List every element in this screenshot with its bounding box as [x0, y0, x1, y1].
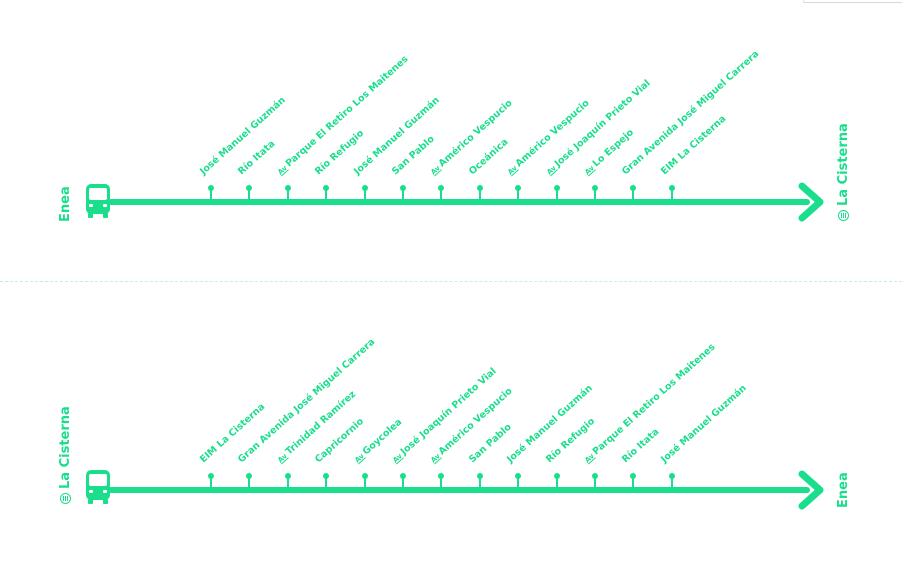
stop-dot: [669, 473, 675, 479]
stop-dot: [246, 473, 252, 479]
stop-name: Américo Vespucio: [436, 385, 515, 458]
destination-name: La Cisterna: [836, 123, 851, 206]
stop-marker: [632, 477, 634, 487]
stop-marker: [594, 477, 596, 487]
stop-marker: [210, 477, 212, 487]
stop-dot: [630, 473, 636, 479]
metro-icon: [60, 493, 71, 504]
stop-dot: [669, 185, 675, 191]
destination-name: Enea: [836, 472, 851, 508]
bus-icon: [86, 470, 110, 504]
stop-marker: [556, 477, 558, 487]
arrow-right-icon: [798, 182, 824, 222]
destination-label: La Cisterna: [836, 123, 851, 221]
stop-marker: [210, 189, 212, 199]
route-line: [108, 487, 810, 493]
stop-marker: [632, 189, 634, 199]
stop-marker: [287, 477, 289, 487]
stop-marker: [287, 189, 289, 199]
stop-dot: [400, 185, 406, 191]
stop-marker: [517, 477, 519, 487]
stop-dot: [246, 185, 252, 191]
stop-marker: [671, 189, 673, 199]
stop-dot: [477, 185, 483, 191]
stop-marker: [364, 477, 366, 487]
stop-label: EIM La Cisterna: [198, 401, 268, 466]
stop-marker: [479, 189, 481, 199]
stop-dot: [515, 473, 521, 479]
stop-marker: [325, 189, 327, 199]
stop-dot: [323, 473, 329, 479]
stop-name: EIM La Cisterna: [197, 401, 268, 466]
stop-dot: [554, 473, 560, 479]
stop-dot: [208, 185, 214, 191]
stop-dot: [554, 185, 560, 191]
stop-marker: [402, 189, 404, 199]
stop-marker: [325, 477, 327, 487]
stop-marker: [248, 189, 250, 199]
stop-name: Gran Avenida José Miguel Carrera: [235, 336, 378, 466]
stop-dot: [515, 185, 521, 191]
stop-marker: [671, 477, 673, 487]
arrow-right-icon: [798, 470, 824, 510]
origin-label: Enea: [58, 186, 73, 222]
stop-marker: [440, 189, 442, 199]
metro-icon: [838, 210, 849, 221]
stop-dot: [285, 185, 291, 191]
stop-name: Américo Vespucio: [513, 97, 592, 170]
stop-dot: [362, 473, 368, 479]
route-line: [108, 199, 810, 205]
origin-name: La Cisterna: [58, 406, 73, 489]
top-tab-edge: [803, 0, 902, 3]
stop-marker: [364, 189, 366, 199]
stop-marker: [517, 189, 519, 199]
stop-marker: [556, 189, 558, 199]
stop-name: José Manuel Guzmán: [658, 382, 749, 466]
stop-label: Gran Avenida José Miguel Carrera: [236, 337, 378, 466]
stop-label: Gran Avenida José Miguel Carrera: [620, 49, 762, 178]
stop-dot: [477, 473, 483, 479]
stop-dot: [362, 185, 368, 191]
destination-label: Enea: [836, 472, 851, 508]
stop-dot: [438, 185, 444, 191]
stop-marker: [479, 477, 481, 487]
bus-icon: [86, 184, 110, 218]
stop-marker: [440, 477, 442, 487]
stop-dot: [208, 473, 214, 479]
stop-dot: [592, 185, 598, 191]
stop-name: Américo Vespucio: [436, 97, 515, 170]
stop-marker: [594, 189, 596, 199]
stop-label: AvParque El Retiro Los Maitenes: [275, 54, 411, 178]
section-divider: [0, 281, 902, 282]
stop-marker: [402, 477, 404, 487]
stop-dot: [592, 473, 598, 479]
stop-dot: [400, 473, 406, 479]
origin-label: La Cisterna: [58, 406, 73, 504]
stop-dot: [323, 185, 329, 191]
stop-label: José Manuel Guzmán: [659, 383, 750, 466]
stop-dot: [285, 473, 291, 479]
stop-dot: [438, 473, 444, 479]
stop-dot: [630, 185, 636, 191]
stop-name: Gran Avenida José Miguel Carrera: [619, 48, 762, 178]
stop-label: AvParque El Retiro Los Maitenes: [582, 342, 718, 466]
stop-marker: [248, 477, 250, 487]
stop-name: Trinidad Ramírez: [283, 388, 359, 458]
origin-name: Enea: [58, 186, 73, 222]
